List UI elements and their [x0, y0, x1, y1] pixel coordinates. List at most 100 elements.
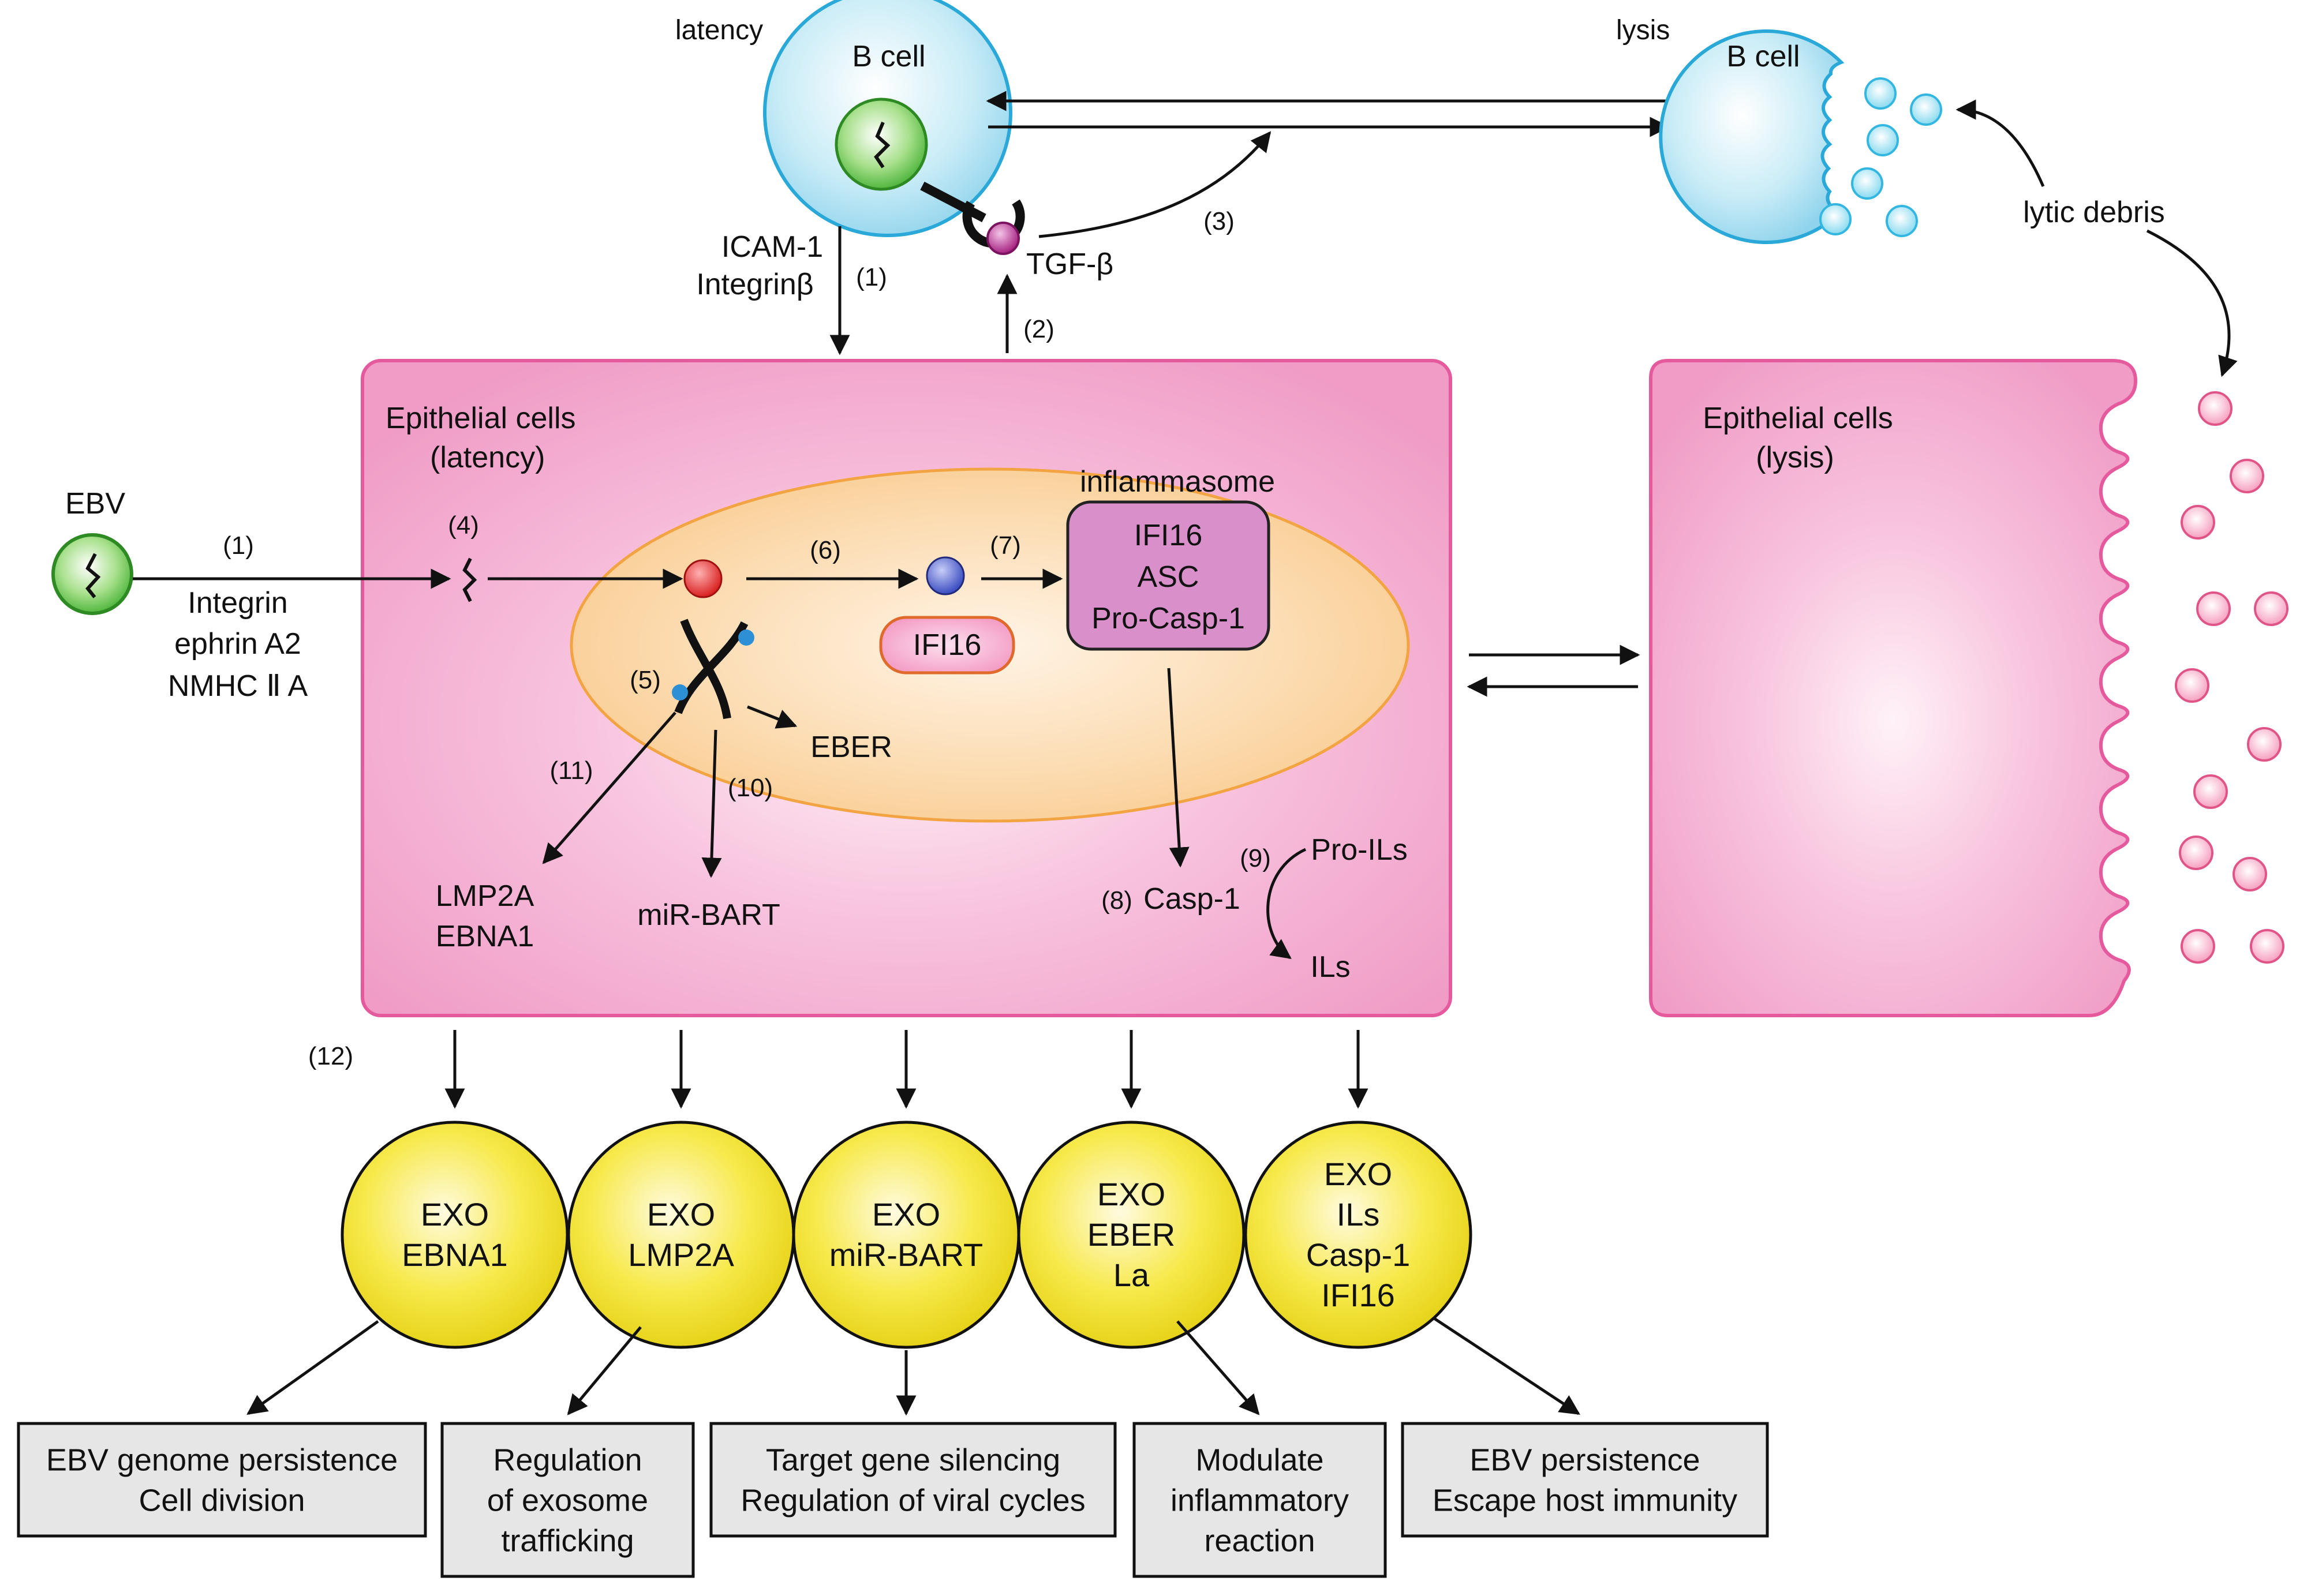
inflammasome-item-3: Pro-Casp-1 [1091, 602, 1245, 635]
effect-arrow [246, 1320, 379, 1415]
lytic-title-line2: (lysis) [1756, 441, 1834, 474]
effect-label: inflammatory [1171, 1483, 1349, 1518]
lytic-debris-arrow-down [2146, 229, 2238, 377]
b-cell-label: B cell [852, 40, 925, 73]
ebv-step1-label: (1) [223, 531, 254, 560]
lmp2a-label: LMP2A [436, 879, 534, 913]
lytic-debris-icon [2175, 391, 2288, 964]
exosome-cargo-label: miR-BART [829, 1237, 984, 1273]
mir-bart-arrow [701, 729, 722, 878]
viral-genome-icon [874, 121, 891, 168]
reactivation-arrow [1038, 131, 1272, 238]
exosome-cargo-label: EBER [1087, 1216, 1176, 1253]
ifi16-protein-icon [926, 556, 965, 595]
effect-box [17, 1422, 427, 1538]
viral-genome-icon [462, 557, 477, 602]
step6-label: (6) [810, 536, 841, 564]
exosome-cargo-label: LMP2A [628, 1237, 734, 1273]
step8-arrow [1167, 668, 1190, 868]
dna-episome-icon [672, 619, 754, 720]
exosome-cargo-label: ILs [1337, 1196, 1380, 1232]
b-cell-debris [1819, 77, 1942, 237]
step7-label: (7) [990, 531, 1021, 560]
exosome-cargo-label: EBNA1 [402, 1237, 508, 1273]
effect-label: Cell division [139, 1483, 305, 1518]
step9-label: (9) [1240, 844, 1271, 872]
step11-label: (11) [550, 756, 593, 785]
pro-ils-label: Pro-ILs [1311, 833, 1408, 867]
ifi16-box [879, 616, 1015, 675]
step3-label: (3) [1203, 207, 1235, 235]
b-cell-lysis-icon [1659, 29, 1845, 244]
lytic-debris-arrow-up [1955, 99, 2045, 187]
exosome [792, 1121, 1020, 1349]
integrin-beta-label: Integrinβ [696, 268, 813, 301]
step8-label: (8) [1101, 886, 1132, 915]
ifi16-label: IFI16 [913, 628, 982, 662]
exosome-cargo-label: EXO [1324, 1156, 1392, 1192]
exosome-cargo-label: EXO [1097, 1176, 1165, 1212]
effect-arrow [567, 1326, 642, 1415]
tgf-beta-receptor-icon [920, 181, 1025, 255]
exosome-cargo-label: EXO [872, 1196, 940, 1232]
exosome [1017, 1121, 1246, 1349]
step10-label: (10) [728, 774, 773, 802]
exosome-cargo-label: EXO [421, 1196, 489, 1232]
lysis-label: lysis [1616, 15, 1670, 46]
step2-label: (2) [1023, 315, 1054, 343]
effect-arrow [1433, 1317, 1580, 1415]
effect-label: Regulation [493, 1443, 642, 1478]
effect-box [709, 1422, 1117, 1538]
casp1-label: Casp-1 [1143, 882, 1240, 916]
exosome [567, 1121, 795, 1349]
ebv-label: EBV [65, 487, 125, 520]
effect-arrow [1176, 1320, 1260, 1415]
ifi16-protein-icon [683, 559, 723, 598]
ebv-receptor-2: ephrin A2 [174, 627, 301, 661]
latency-label: latency [675, 15, 763, 46]
step5-label: (5) [630, 666, 661, 694]
effect-label: of exosome [487, 1483, 648, 1518]
step12-label: (12) [308, 1042, 353, 1070]
effect-label: EBV persistence [1469, 1443, 1700, 1478]
latent-title-line1: Epithelial cells [386, 402, 576, 435]
ebna1-label: EBNA1 [436, 920, 534, 953]
exosome-cargo-label: IFI16 [1321, 1277, 1395, 1313]
effect-box [1132, 1422, 1387, 1578]
step4-label: (4) [448, 511, 479, 540]
exosome-cargo-label: Casp-1 [1306, 1237, 1411, 1273]
effect-label: EBV genome persistence [46, 1443, 398, 1478]
effect-label: Escape host immunity [1433, 1483, 1737, 1518]
inflammasome-item-2: ASC [1138, 560, 1199, 594]
il-processing-arrow [1266, 848, 1307, 960]
b-cell-lysis-label: B cell [1726, 40, 1800, 73]
effect-label: Regulation of viral cycles [741, 1483, 1085, 1518]
ils-label: ILs [1310, 950, 1350, 984]
ebv-virion-icon [51, 533, 133, 615]
tgf-beta-label: TGF-β [1026, 248, 1113, 281]
effect-label: Modulate [1195, 1443, 1323, 1478]
exosome-cargo-label: La [1113, 1257, 1150, 1293]
mir-bart-label: miR-BART [637, 898, 780, 932]
effect-box [1401, 1422, 1769, 1538]
icam-label: ICAM-1 [721, 230, 823, 264]
exosome [341, 1121, 569, 1349]
effect-box [440, 1422, 695, 1578]
exosome-layer: EXOEBNA1EXOLMP2AEXOmiR-BARTEXOEBERLaEXOI… [341, 1030, 1472, 1349]
epithelial-cell-lysis [1649, 359, 2138, 1017]
eber-arrow [747, 705, 798, 729]
lytic-debris-label: lytic debris [2023, 196, 2165, 229]
lytic-title-line1: Epithelial cells [1703, 402, 1893, 435]
latent-protein-arrow [542, 711, 676, 864]
ebv-receptor-1: Integrin [188, 586, 287, 620]
b-cell-icon [763, 0, 1012, 237]
inflammasome-item-1: IFI16 [1134, 519, 1203, 552]
eber-label: EBER [810, 730, 892, 764]
ebv-receptor-3: NMHC Ⅱ A [168, 669, 308, 703]
inflammasome-label: inflammasome [1080, 465, 1275, 499]
latent-title-line2: (latency) [430, 441, 545, 474]
step1-b-label: (1) [856, 263, 887, 291]
effect-label: Target gene silencing [766, 1443, 1060, 1478]
